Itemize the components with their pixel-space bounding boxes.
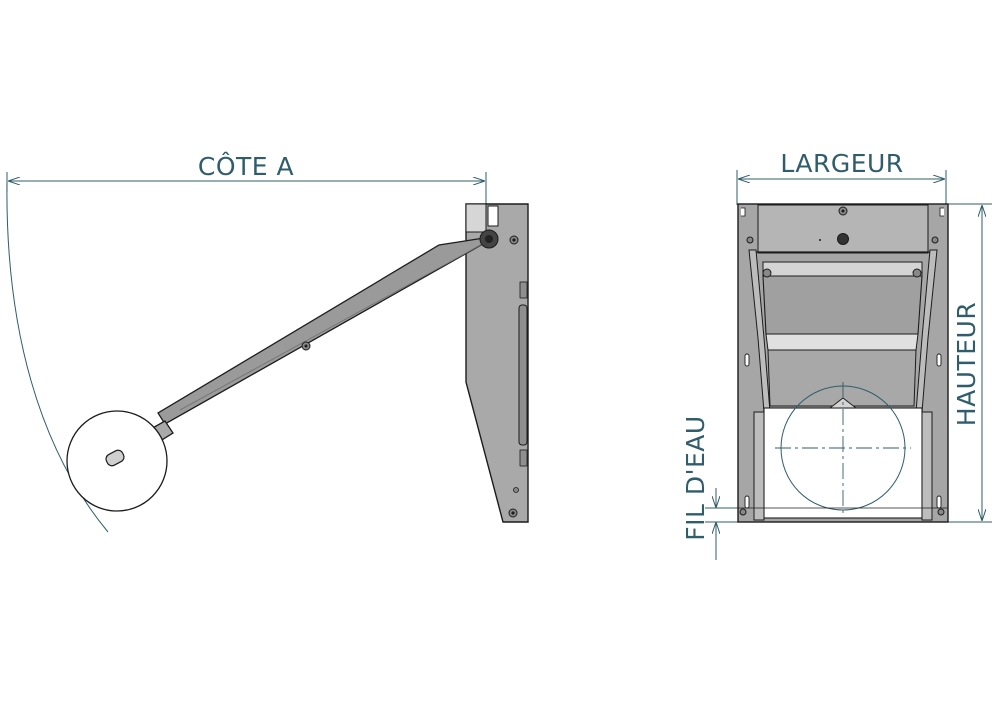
cote-a-label: CÔTE A	[198, 151, 294, 181]
largeur-label: LARGEUR	[780, 149, 903, 178]
largeur-dimension: LARGEUR	[736, 149, 947, 205]
pivot-knob	[837, 233, 849, 245]
side-view: CÔTE A	[6, 151, 529, 533]
front-view: LARGEUR HAUTEUR FIL D'EAU	[681, 149, 992, 560]
upper-flap	[762, 275, 923, 335]
hauteur-dimension: HAUTEUR	[948, 203, 992, 523]
fil-deau-label: FIL D'EAU	[681, 415, 710, 540]
float-stem	[105, 449, 125, 467]
mounting-plate	[465, 203, 529, 523]
fil-deau-dimension: FIL D'EAU	[681, 415, 738, 560]
hauteur-label: HAUTEUR	[952, 302, 981, 426]
cote-a-dimension: CÔTE A	[6, 151, 487, 205]
